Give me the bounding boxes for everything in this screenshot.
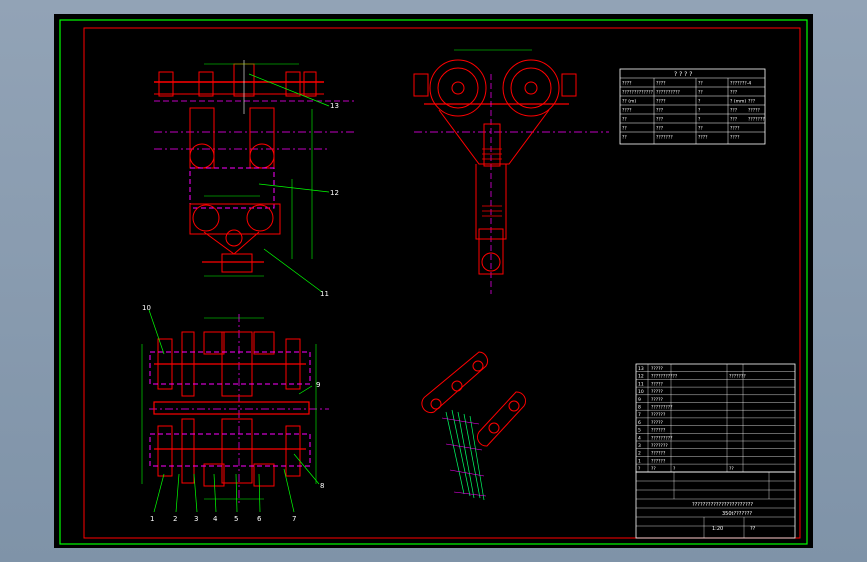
tech-table-cell: ??????? <box>748 117 765 123</box>
cad-drawing: 13 12 11 <box>59 19 808 545</box>
tech-table-cell: ???????-4 <box>730 81 751 87</box>
parts-list-cell: ??????? <box>651 443 668 449</box>
callout-12: 12 <box>330 189 339 197</box>
parts-list-cell: 12 <box>638 374 644 380</box>
parts-list-cell: 1 <box>638 458 641 464</box>
parts-list-cell: ?? <box>729 466 734 472</box>
tech-table-cell: ?? <box>698 126 703 132</box>
callout-10: 10 <box>142 304 151 312</box>
callout-8: 8 <box>320 482 324 490</box>
tech-table-cell: ??? <box>748 99 756 105</box>
tech-table-cell: ?? <box>622 126 627 132</box>
tech-table-cell: ?? <box>622 135 627 141</box>
tech-table-cell: ? <box>698 108 701 114</box>
cad-viewport[interactable]: 13 12 11 <box>54 14 813 548</box>
parts-list-cell: ?????? <box>651 412 666 418</box>
tech-table-cell: ???? <box>730 126 740 132</box>
tech-table-cell: ? <box>698 117 701 123</box>
tech-table-rows: ?????????????????-4?????????????????????… <box>622 81 765 141</box>
tech-table-cell: ?? <box>698 90 703 96</box>
parts-list-cell: ??????? <box>729 374 746 380</box>
tech-table-cell: ??????? <box>656 135 673 141</box>
parts-list-cell: 13 <box>638 366 644 372</box>
parts-list-cell: ??????????? <box>651 374 678 380</box>
callout-7: 7 <box>292 515 296 523</box>
callout-2: 2 <box>173 515 177 523</box>
inner-frame <box>83 27 801 539</box>
tech-table-cell: ??? <box>656 108 664 114</box>
title-block-scale: 1:20 <box>712 526 723 532</box>
parts-list-cell: ?? <box>651 466 656 472</box>
tech-table-cell: ??? <box>656 117 664 123</box>
parts-list-cell: ????? <box>651 420 664 426</box>
parts-list-cell: ????? <box>651 397 664 403</box>
callout-6: 6 <box>257 515 262 523</box>
callout-4: 4 <box>213 515 218 523</box>
callout-13: 13 <box>330 102 339 110</box>
callout-1: 1 <box>150 515 154 523</box>
parts-list-cell: 9 <box>638 397 641 403</box>
parts-list-cell: ????? <box>651 366 664 372</box>
tech-table-cell: ???? <box>730 135 740 141</box>
tech-table-cell: ???? <box>656 99 666 105</box>
isometric-sketch <box>421 351 527 501</box>
front-view-top-left <box>154 60 354 293</box>
tech-table-cell: ??? <box>730 90 738 96</box>
title-block-drawing-name: 350t??????? <box>722 511 752 517</box>
parts-list-cell: 6 <box>638 420 641 426</box>
tech-table-cell: ???? <box>622 108 632 114</box>
parts-list-cell: ????????? <box>651 435 673 441</box>
tech-table-cell: ?? (m) <box>622 99 636 105</box>
parts-list-cell: ?????? <box>651 451 666 457</box>
parts-list-cell: ? <box>673 466 676 472</box>
outer-frame <box>59 19 808 545</box>
parts-list-cell: 5 <box>638 428 641 434</box>
title-block-school: ??????????????????????? <box>692 502 753 508</box>
parts-list-cell: ?????? <box>651 428 666 434</box>
callout-3: 3 <box>194 515 198 523</box>
parts-list-cell: ????????? <box>651 405 673 411</box>
tech-table-cell: ???? <box>698 135 708 141</box>
parts-list-cell: 7 <box>638 412 641 418</box>
tech-table-cell: ????? <box>748 108 761 114</box>
tech-parameter-table <box>619 68 766 145</box>
parts-list-rows: 13?????12??????????????????11?????10????… <box>638 366 746 472</box>
parts-list-cell: 4 <box>638 435 641 441</box>
parts-list-table <box>635 363 796 473</box>
title-block <box>635 471 796 539</box>
tech-table-title: ? ? ? ? <box>674 71 692 78</box>
parts-list-cell: 10 <box>638 389 644 395</box>
tech-table-cell: ??? <box>730 108 738 114</box>
tech-table-cell: ??? <box>730 117 738 123</box>
callout-9: 9 <box>316 381 320 389</box>
side-view-top-middle <box>413 49 609 294</box>
parts-list-cell: 3 <box>638 443 641 449</box>
callout-11: 11 <box>320 290 329 298</box>
parts-list-cell: 11 <box>638 381 644 387</box>
tech-table-cell: ???? <box>656 81 666 87</box>
parts-list-cell: ????? <box>651 389 664 395</box>
tech-table-cell: ? (mm) <box>730 99 746 105</box>
callout-5: 5 <box>234 515 238 523</box>
parts-list-cell: ? <box>638 466 641 472</box>
parts-list-cell: ?????? <box>651 458 666 464</box>
tech-table-cell: ?? <box>698 81 703 87</box>
title-block-sheet: ?? <box>750 526 756 532</box>
parts-list-cell: 2 <box>638 451 641 457</box>
tech-table-cell: ?????????? <box>656 90 680 96</box>
parts-list-cell: ????? <box>651 381 664 387</box>
plan-view-bottom-left <box>141 309 329 513</box>
tech-table-cell: ????????????? <box>622 90 654 96</box>
tech-table-cell: ? <box>698 99 701 105</box>
parts-list-cell: 8 <box>638 405 641 411</box>
tech-table-cell: ?? <box>622 117 627 123</box>
tech-table-cell: ??? <box>656 126 664 132</box>
tech-table-cell: ???? <box>622 81 632 87</box>
